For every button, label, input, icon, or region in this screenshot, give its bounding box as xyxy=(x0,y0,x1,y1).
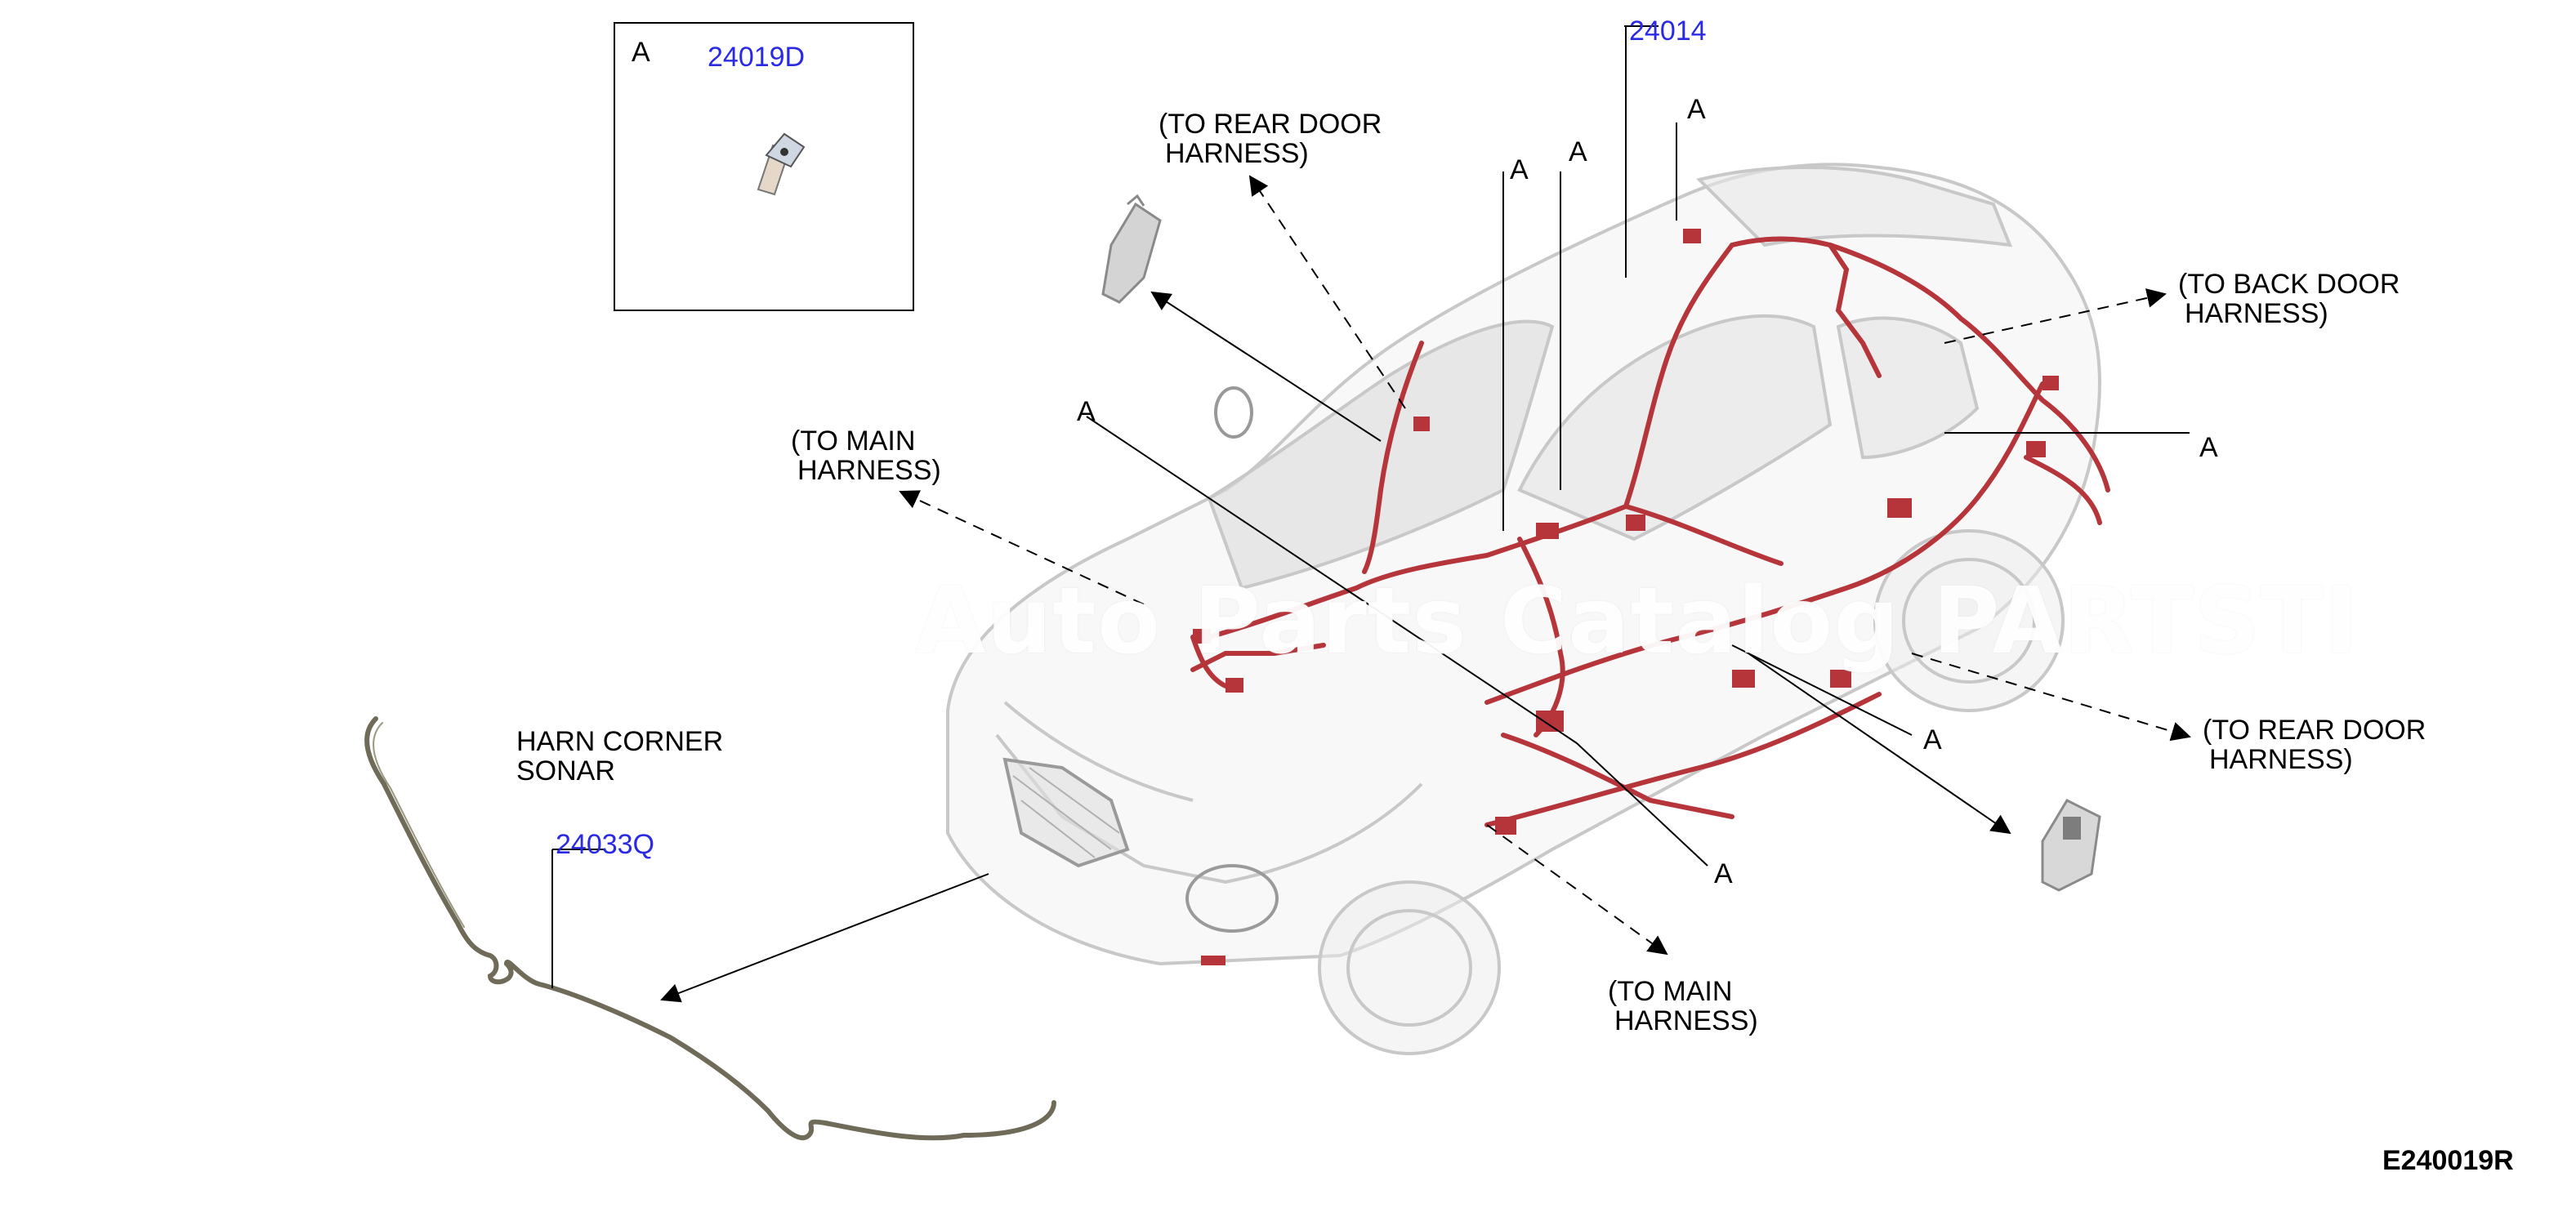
corner-sonar-harness xyxy=(364,716,1056,1141)
watermark: Auto Parts Catalog PARTSTI xyxy=(915,568,2359,675)
part-link-24019d[interactable]: 24019D xyxy=(708,42,806,73)
arrow-lines xyxy=(660,291,2011,1003)
dashed-arrow-lines xyxy=(899,175,2191,956)
leader-lines xyxy=(551,25,2190,988)
part-link-24014[interactable]: 24014 xyxy=(1629,16,1707,47)
clip-marker-a: A xyxy=(1077,396,1096,427)
clip-marker-a: A xyxy=(1923,724,1942,755)
vehicle-body xyxy=(946,163,2101,1055)
clip-marker-a: A xyxy=(1569,136,1587,167)
clip-marker-a: A xyxy=(2199,432,2218,463)
inset-box xyxy=(614,22,914,311)
diagram-reference: E240019R xyxy=(2382,1145,2514,1176)
harness-connectors xyxy=(1193,229,2059,965)
clip-marker-a: A xyxy=(1687,94,1706,125)
part-link-24033q[interactable]: 24033Q xyxy=(556,829,654,860)
bolt-icon xyxy=(757,132,806,196)
main-harness xyxy=(1190,236,2110,827)
clip-marker-a: A xyxy=(1510,154,1529,185)
rear-door-connector-right xyxy=(2041,799,2101,892)
inset-marker: A xyxy=(632,37,650,68)
clip-marker-a: A xyxy=(1714,858,1733,889)
rear-door-connector-top xyxy=(1101,194,1162,304)
